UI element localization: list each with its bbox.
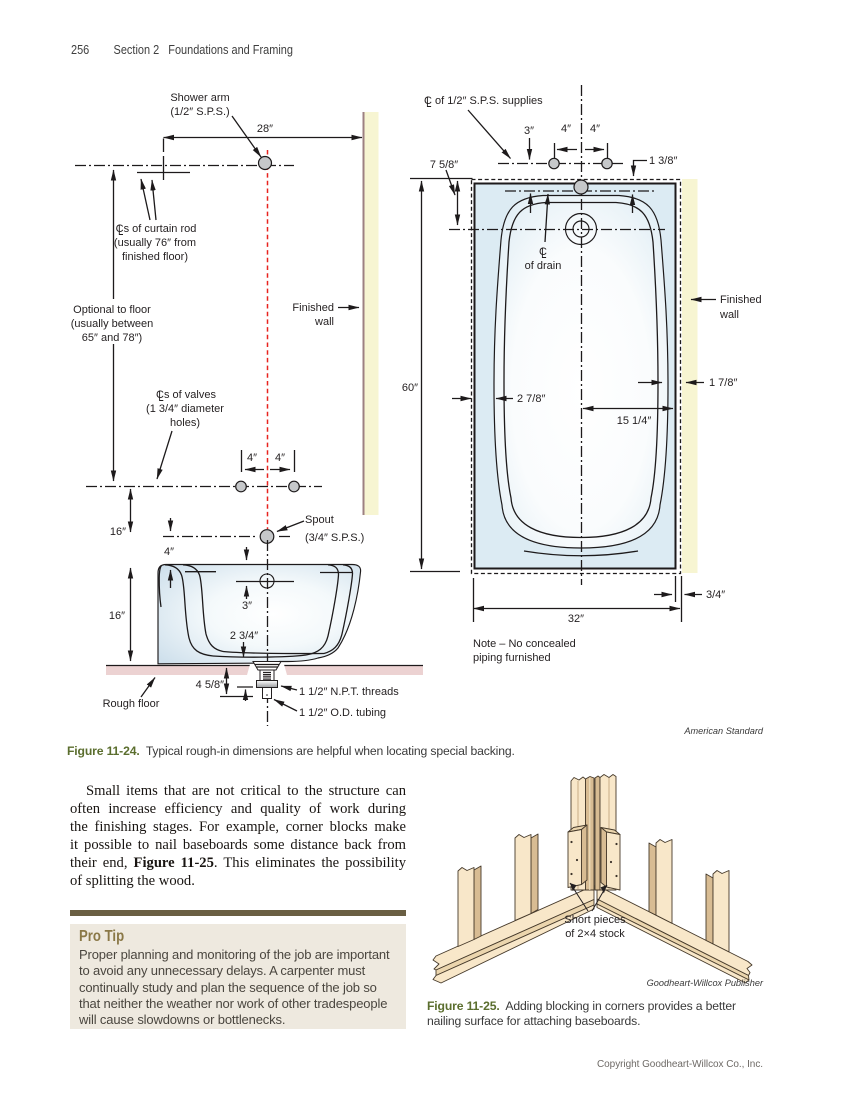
svg-text:65″ and 78″): 65″ and 78″) xyxy=(82,332,142,344)
svg-text:finished floor): finished floor) xyxy=(122,251,188,263)
svg-text:Rough floor: Rough floor xyxy=(103,698,160,710)
svg-text:Spout: Spout xyxy=(305,514,334,526)
svg-text:3″: 3″ xyxy=(242,600,252,612)
svg-text:4 5/8″: 4 5/8″ xyxy=(196,679,224,691)
svg-text:1 1/2″ N.P.T. threads: 1 1/2″ N.P.T. threads xyxy=(299,686,399,698)
svg-text:28″: 28″ xyxy=(257,123,273,135)
svg-text:(1 3/4″ diameter: (1 3/4″ diameter xyxy=(146,403,224,415)
svg-text:1 1/2″ O.D. tubing: 1 1/2″ O.D. tubing xyxy=(299,707,386,719)
svg-text:4″: 4″ xyxy=(247,452,257,464)
svg-text:wall: wall xyxy=(719,309,739,321)
svg-text:2 3/4″: 2 3/4″ xyxy=(230,630,258,642)
svg-text:wall: wall xyxy=(314,316,334,328)
svg-text:16″: 16″ xyxy=(109,610,125,622)
svg-text:2 7/8″: 2 7/8″ xyxy=(517,393,545,405)
svg-text:Cs of curtain rod: Cs of curtain rod xyxy=(116,223,197,235)
svg-text:holes): holes) xyxy=(170,417,200,429)
svg-text:1 3/8″: 1 3/8″ xyxy=(649,155,677,167)
svg-text:16″: 16″ xyxy=(110,526,126,538)
svg-text:Finished: Finished xyxy=(720,294,762,306)
svg-text:(3/4″ S.P.S.): (3/4″ S.P.S.) xyxy=(305,532,364,544)
svg-text:Short pieces: Short pieces xyxy=(564,914,626,926)
svg-text:4″: 4″ xyxy=(561,123,571,135)
svg-text:1 7/8″: 1 7/8″ xyxy=(709,377,737,389)
svg-text:of drain: of drain xyxy=(525,260,562,272)
svg-text:4″: 4″ xyxy=(590,123,600,135)
svg-text:7 5/8″: 7 5/8″ xyxy=(430,159,458,171)
svg-text:Optional to floor: Optional to floor xyxy=(73,304,151,316)
svg-text:60″: 60″ xyxy=(402,382,418,394)
svg-text:(1/2″ S.P.S.): (1/2″ S.P.S.) xyxy=(170,106,229,118)
svg-text:3/4″: 3/4″ xyxy=(706,589,725,601)
svg-text:Note – No concealed: Note – No concealed xyxy=(473,638,576,650)
svg-text:32″: 32″ xyxy=(568,613,584,625)
svg-text:of 2×4 stock: of 2×4 stock xyxy=(565,928,625,940)
svg-text:Shower arm: Shower arm xyxy=(170,92,229,104)
svg-text:(usually between: (usually between xyxy=(71,318,154,330)
svg-text:4″: 4″ xyxy=(164,546,174,558)
svg-text:Finished: Finished xyxy=(292,302,334,314)
svg-text:(usually 76″ from: (usually 76″ from xyxy=(114,237,196,249)
svg-text:4″: 4″ xyxy=(275,452,285,464)
svg-text:15 1/4″: 15 1/4″ xyxy=(617,415,652,427)
svg-text:C of 1/2″ S.P.S. supplies: C of 1/2″ S.P.S. supplies xyxy=(424,95,543,107)
svg-text:3″: 3″ xyxy=(524,125,534,137)
svg-text:C: C xyxy=(539,246,547,258)
svg-text:Cs of valves: Cs of valves xyxy=(156,389,216,401)
svg-text:piping furnished: piping furnished xyxy=(473,652,551,664)
